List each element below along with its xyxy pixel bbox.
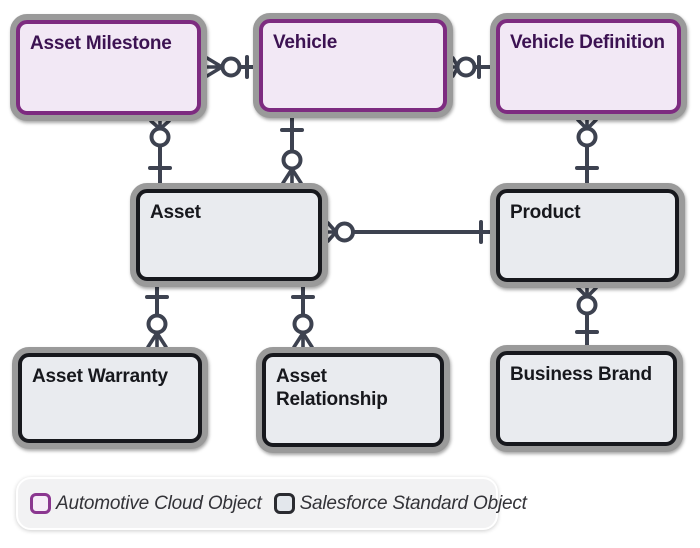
node-label: Asset Relationship — [276, 366, 388, 410]
crows-foot-icon — [146, 331, 168, 349]
zero-circle-icon — [281, 149, 303, 171]
crows-foot-icon — [281, 167, 303, 185]
crows-foot-icon — [205, 56, 224, 78]
node-body: Business Brand — [496, 351, 677, 446]
node-body: Asset Warranty — [18, 353, 202, 443]
node-body: Asset Milestone — [16, 20, 201, 115]
zero-circle-icon — [576, 126, 598, 148]
node-vehicle-definition[interactable]: Vehicle Definition — [490, 13, 687, 120]
zero-circle-icon — [146, 313, 168, 335]
node-vehicle[interactable]: Vehicle — [253, 13, 453, 118]
standard-swatch-icon — [273, 493, 295, 514]
connector-asset-asset-warranty — [145, 285, 169, 349]
connector-product-business-brand — [575, 286, 599, 347]
connector-asset-asset-relationship — [291, 285, 315, 349]
automotive-swatch-icon — [30, 493, 51, 514]
node-asset[interactable]: Asset — [130, 183, 328, 287]
connector-vehicle-vehicle-definition — [451, 55, 492, 79]
connector-asset-product — [326, 220, 492, 244]
node-label: Product — [510, 202, 581, 223]
node-body: Asset — [136, 189, 322, 281]
zero-circle-icon — [220, 56, 242, 78]
node-label: Asset Warranty — [32, 366, 168, 387]
node-asset-warranty[interactable]: Asset Warranty — [12, 347, 208, 449]
zero-circle-icon — [576, 294, 598, 316]
node-label: Vehicle — [273, 32, 338, 53]
zero-circle-icon — [334, 221, 355, 243]
connector-vehicle-asset — [280, 116, 304, 185]
node-label: Vehicle Definition — [510, 32, 665, 53]
crows-foot-icon — [292, 331, 314, 349]
legend-item-standard: Salesforce Standard Object — [273, 492, 527, 515]
connector-vehicle-definition-product — [575, 118, 599, 185]
node-label: Business Brand — [510, 364, 652, 385]
legend-item-automotive: Automotive Cloud Object — [30, 493, 262, 515]
node-body: Product — [496, 189, 679, 282]
zero-circle-icon — [292, 313, 314, 335]
zero-circle-icon — [149, 126, 171, 148]
legend-label: Salesforce Standard Object — [299, 492, 527, 514]
node-product[interactable]: Product — [490, 183, 685, 288]
node-label: Asset — [150, 202, 201, 223]
node-asset-relationship[interactable]: Asset Relationship — [256, 347, 450, 453]
node-asset-milestone[interactable]: Asset Milestone — [10, 14, 207, 121]
node-business-brand[interactable]: Business Brand — [490, 345, 683, 452]
node-body: Asset Relationship — [262, 353, 444, 447]
connector-asset-milestone-asset — [148, 119, 172, 185]
node-body: Vehicle Definition — [496, 19, 681, 114]
legend: Automotive Cloud Object Salesforce Stand… — [16, 477, 527, 530]
connector-asset-milestone-vehicle — [205, 55, 255, 79]
legend-label: Automotive Cloud Object — [56, 492, 262, 514]
zero-circle-icon — [455, 56, 477, 78]
node-body: Vehicle — [259, 19, 447, 112]
node-label: Asset Milestone — [30, 33, 172, 54]
